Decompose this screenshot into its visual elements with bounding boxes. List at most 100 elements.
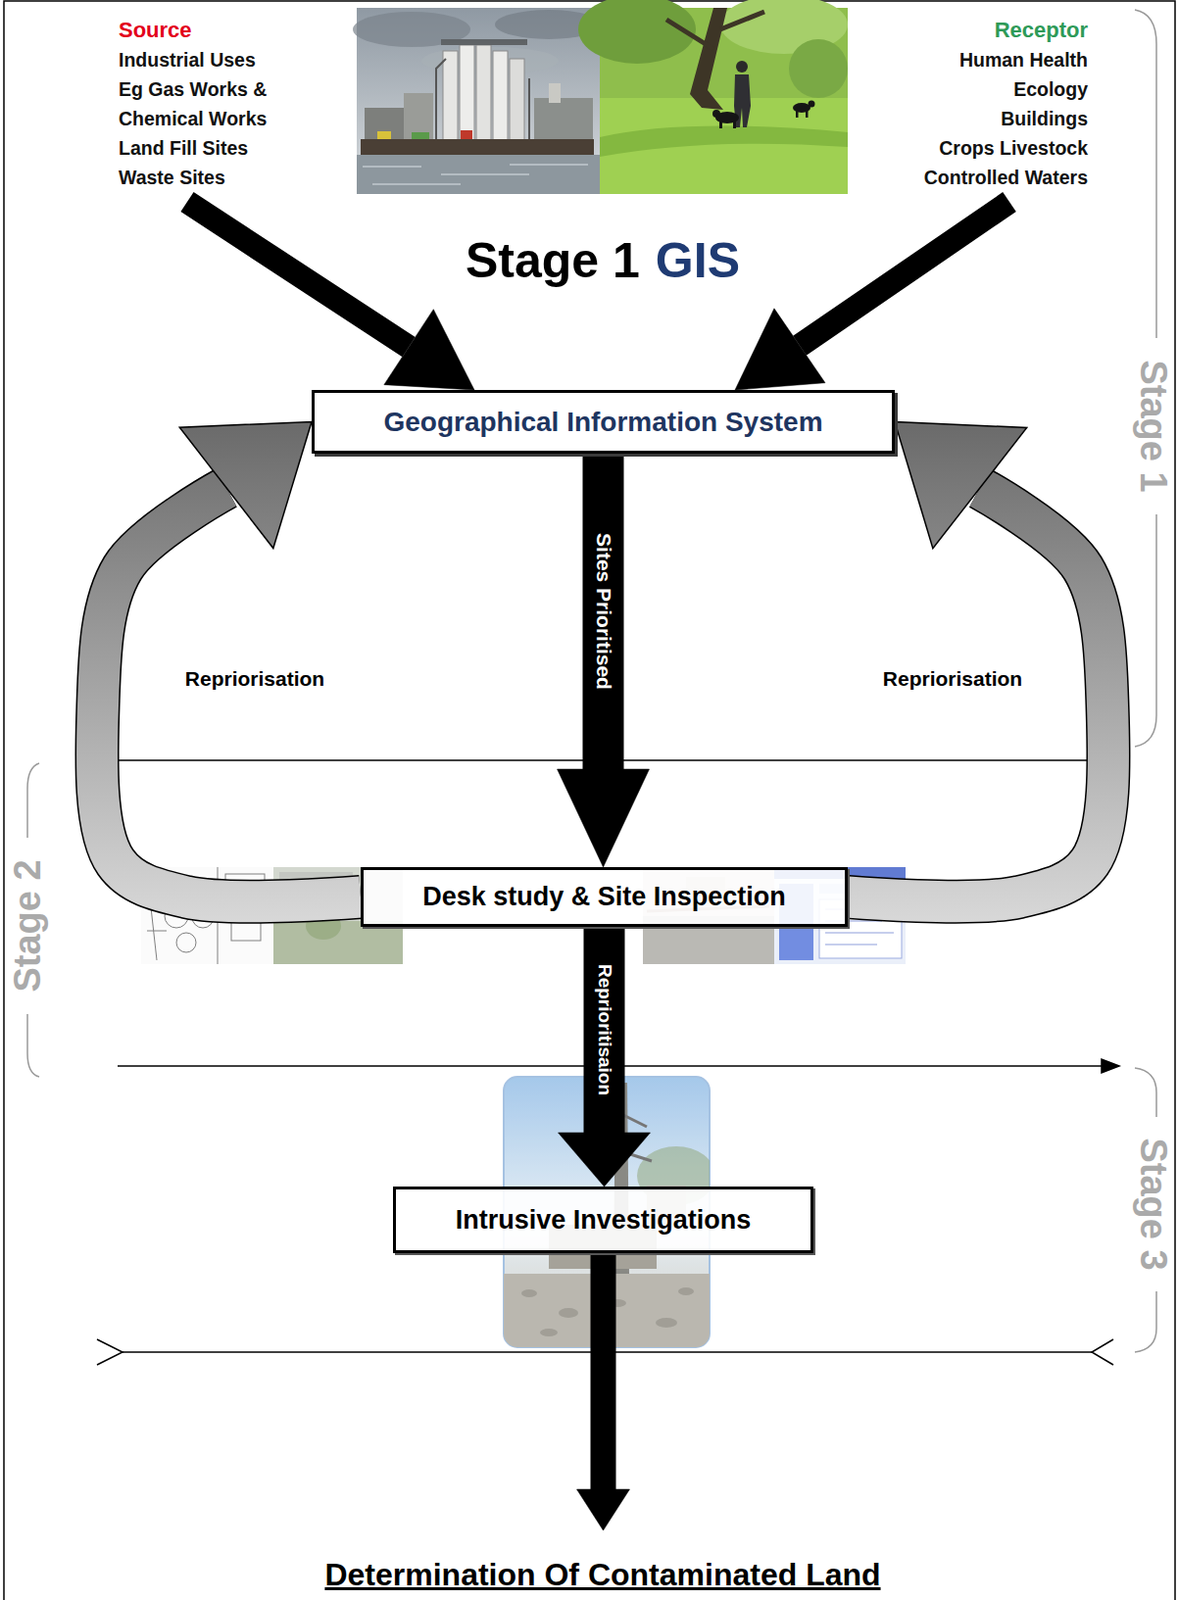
stage-bracket (1134, 1068, 1157, 1118)
drilling-photo (655, 1318, 678, 1328)
list-heading: Source (118, 15, 325, 46)
stage-divider (1091, 1339, 1114, 1366)
industrial-photo (534, 98, 593, 143)
stage-divider (97, 1339, 123, 1366)
stage-label: Stage 3 (1134, 1133, 1173, 1275)
arrow-head (179, 422, 312, 549)
arrow-shaft (584, 927, 626, 1133)
industrial-photo (436, 58, 530, 148)
park-photo (805, 110, 809, 118)
park-photo (808, 100, 816, 108)
edge-label: Reprioritisaion (593, 961, 615, 1099)
list-item: Ecology (857, 74, 1088, 104)
stage-bracket (27, 9, 1157, 1353)
arrow-head (894, 422, 1028, 549)
park-photo (736, 60, 748, 73)
arrow-shaft (583, 453, 625, 770)
industrial-photo (362, 164, 589, 185)
drilling-photo (521, 1289, 538, 1298)
industrial-photo (459, 45, 475, 145)
stage-bracket (1134, 9, 1157, 339)
arrow-shaft (799, 201, 1010, 346)
edge-label: Sites Prioritised (591, 530, 615, 693)
park-photo (599, 98, 848, 195)
industrial-photo (403, 93, 434, 143)
process-box: Desk study & Site Inspection (360, 867, 848, 928)
park-photo (578, 0, 848, 195)
list-item: Buildings (857, 103, 1088, 134)
list-item: Controlled Waters (857, 162, 1088, 193)
arrow-head (577, 1489, 631, 1531)
outcome-text: Determination Of Contaminated Land (324, 1530, 881, 1594)
drilling-photo (558, 1308, 579, 1319)
process-box: Geographical Information System (311, 390, 895, 454)
park-photo (712, 109, 721, 118)
source-list: SourceIndustrial UsesEg Gas Works & Chem… (118, 15, 325, 202)
industrial-photo (460, 130, 473, 140)
list-item: Human Health (857, 45, 1088, 75)
arrow-outline (847, 488, 1109, 902)
park-photo (719, 120, 723, 129)
list-heading: Receptor (857, 15, 1088, 46)
industrial-photo (476, 45, 491, 145)
arrow-shaft (590, 1253, 617, 1490)
stage-bracket (27, 763, 40, 838)
industrial-photo (548, 83, 561, 103)
flow-arrow (187, 201, 475, 391)
stage-divider (1101, 1059, 1120, 1074)
flow-arrow (847, 422, 1109, 903)
connectors (97, 201, 1109, 1531)
flow-arrow (735, 201, 1010, 391)
flow-arrow (557, 453, 650, 868)
park-photo (666, 11, 765, 50)
stage-bracket (1134, 514, 1157, 747)
flow-arrow (558, 927, 651, 1187)
drilling-photo (678, 1287, 694, 1296)
industrial-photo (509, 58, 525, 145)
arrow-head (384, 309, 475, 391)
edge-label: Repriorisation (880, 667, 1026, 690)
arrow-shaft (847, 488, 1109, 902)
title-group: Stage 1GIS (0, 231, 1178, 291)
industrial-photo (377, 131, 392, 140)
flow-arrow (577, 1253, 631, 1531)
arrow-shaft (97, 488, 361, 902)
park-photo (795, 110, 799, 118)
arrow-head (735, 308, 826, 391)
park-photo (712, 100, 816, 130)
drilling-photo (539, 1328, 558, 1337)
park-photo (599, 126, 848, 157)
park-photo (689, 7, 728, 110)
industrial-photo (356, 154, 600, 195)
receptor-list: ReceptorHuman HealthEcologyBuildingsCrop… (857, 15, 1088, 202)
stage-bracket (1134, 1291, 1157, 1353)
stage-title: Stage 1 (465, 231, 640, 291)
list-item: Crops Livestock (857, 133, 1088, 163)
park-photo (578, 0, 696, 64)
arrow-shaft (187, 201, 409, 347)
industrial-photo (360, 139, 594, 155)
box-label: Geographical Information System (383, 405, 823, 440)
box-label: Intrusive Investigations (455, 1204, 752, 1236)
arrow-head (558, 1132, 651, 1187)
page-frame (3, 0, 1176, 1600)
park-photo (788, 39, 848, 99)
stage-label: Stage 2 (8, 855, 47, 996)
desk-study-images (176, 932, 197, 953)
industrial-photo (441, 39, 528, 46)
list-item: Waste Sites (118, 162, 325, 193)
list-item: Eg Gas Works & Chemical Works (118, 74, 325, 134)
arrow-head (557, 769, 650, 868)
industrial-photo (442, 50, 458, 145)
industrial-photo (492, 50, 508, 145)
industrial-photo (411, 132, 430, 140)
stage-label: Stage 1 (1134, 355, 1173, 496)
box-label: Desk study & Site Inspection (422, 881, 786, 913)
box-label: Determination Of Contaminated Land (324, 1556, 881, 1594)
arrow-outline (97, 488, 361, 902)
industrial-photo (364, 107, 404, 143)
list-item: Industrial Uses (118, 45, 325, 75)
list-item: Land Fill Sites (118, 133, 325, 163)
